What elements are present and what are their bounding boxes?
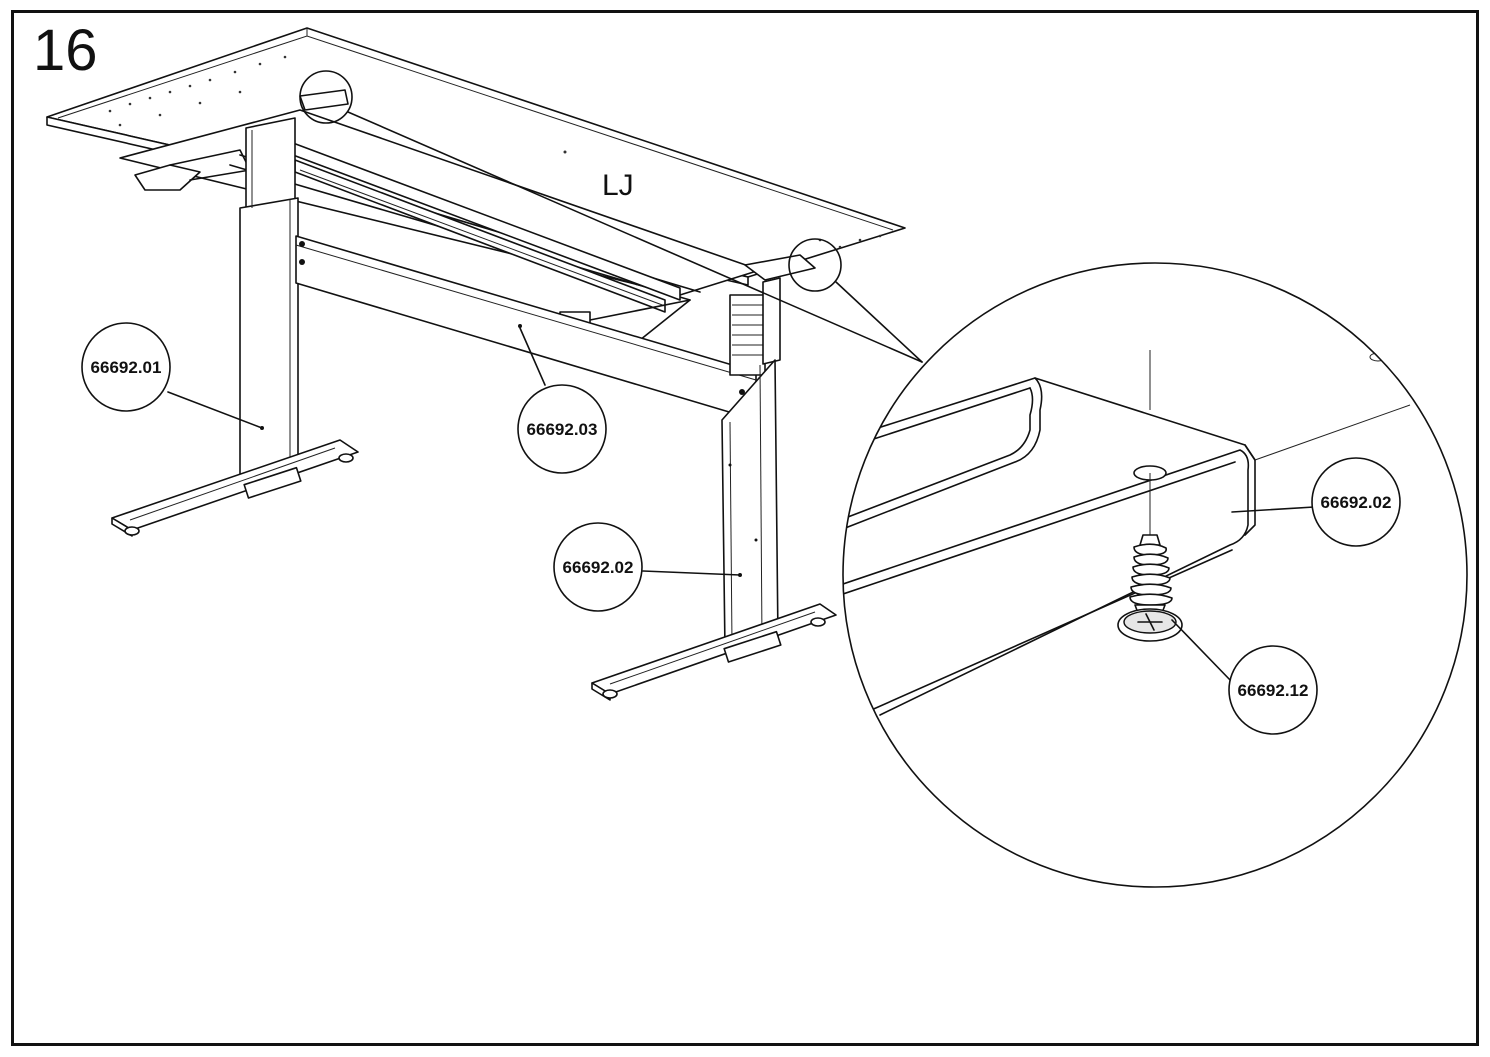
callout-right-leg: 66692.02 bbox=[553, 522, 643, 612]
callout-crossbar: 66692.03 bbox=[517, 384, 607, 474]
screw-icon bbox=[1117, 534, 1183, 642]
orientation-mark: LJ bbox=[602, 169, 634, 202]
callout-detail-bracket: 66692.02 bbox=[1311, 457, 1401, 547]
callout-detail-screw-label: 66692.12 bbox=[1238, 681, 1309, 700]
callout-right-leg-label: 66692.02 bbox=[563, 558, 634, 577]
callout-left-leg: 66692.01 bbox=[81, 322, 171, 412]
callout-detail-screw: 66692.12 bbox=[1228, 645, 1318, 735]
callout-detail-bracket-label: 66692.02 bbox=[1321, 493, 1392, 512]
callout-left-leg-label: 66692.01 bbox=[91, 358, 162, 377]
page-border bbox=[11, 10, 1479, 1046]
left-leg bbox=[111, 117, 359, 537]
callout-crossbar-label: 66692.03 bbox=[527, 420, 598, 439]
right-leg bbox=[591, 277, 837, 701]
crossbar bbox=[295, 235, 766, 421]
detail-zoom bbox=[842, 262, 1468, 888]
detail-markers bbox=[299, 70, 923, 363]
leader-lines bbox=[167, 327, 1315, 683]
step-number: 16 bbox=[33, 18, 98, 83]
